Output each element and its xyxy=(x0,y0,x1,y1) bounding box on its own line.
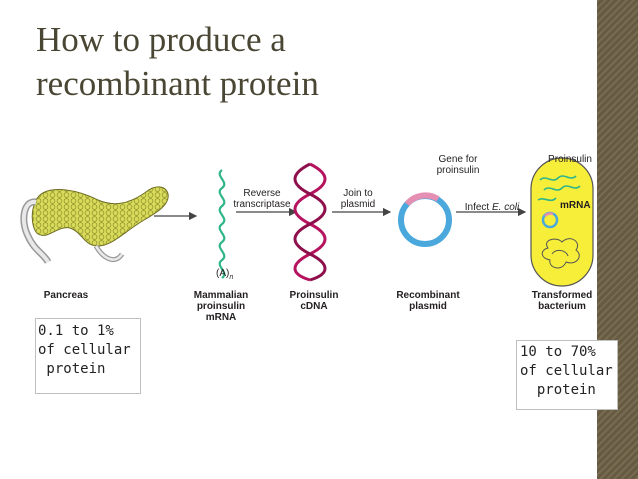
right-yield-note: 10 to 70% of cellular protein xyxy=(516,340,618,410)
mrna-strand xyxy=(218,169,226,279)
polya-tail-label: (A)n xyxy=(216,268,234,281)
pancreas-illustration xyxy=(20,186,169,264)
cdna-double-helix xyxy=(293,162,327,282)
title-line-2: recombinant protein xyxy=(36,64,319,103)
transformed-bacterium xyxy=(530,157,594,287)
title-line-1: How to produce a xyxy=(36,20,286,59)
mrna-callout: mRNA xyxy=(560,200,591,211)
pancreas-label: Pancreas xyxy=(43,290,89,301)
recombinant-plasmid xyxy=(398,192,452,247)
slide-title: How to produce a recombinant protein xyxy=(36,18,496,106)
proinsulin-callout: Proinsulin xyxy=(548,154,592,165)
left-yield-note: 0.1 to 1% of cellular protein xyxy=(35,318,141,394)
infect-ecoli-label: Infect E. coli xyxy=(464,202,520,213)
